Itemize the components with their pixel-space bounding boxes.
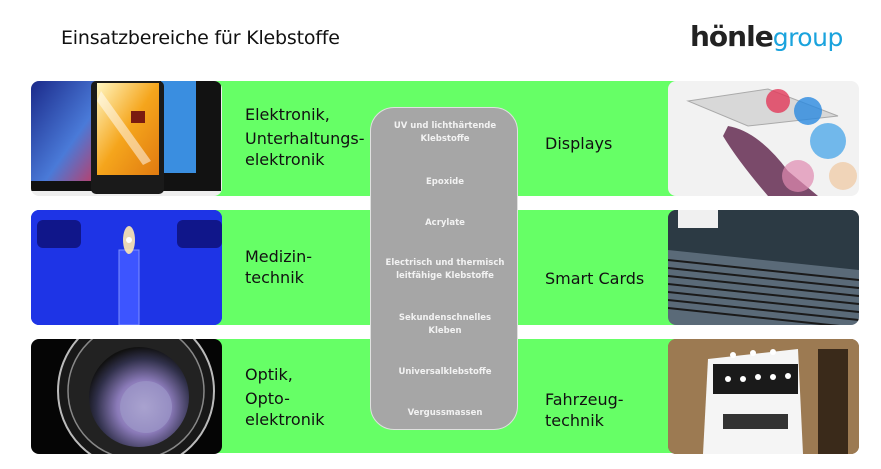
adhesive-potting: Vergussmassen <box>407 408 483 418</box>
category-vehicle: Fahrzeug- technik <box>545 390 624 430</box>
adhesive-types-panel: UV und lichthärtende Klebstoffe Epoxide … <box>370 107 518 430</box>
adhesive-universal: Universalklebstoffe <box>398 367 492 377</box>
category-displays: Displays <box>545 134 613 153</box>
smart-cards-image <box>668 210 859 325</box>
page-title: Einsatzbereiche für Klebstoffe <box>61 27 340 49</box>
category-medical: Medizin- technik <box>245 247 313 287</box>
category-electronics: Elektronik, Unterhaltungs- elektronik <box>245 105 365 169</box>
smartphones-image <box>31 81 222 196</box>
camera-lens-image <box>31 339 222 454</box>
category-smart-cards: Smart Cards <box>545 269 645 288</box>
adhesive-conductive: Electrisch und thermisch leitfähige Kleb… <box>385 258 505 281</box>
tablet-hand-image <box>668 81 859 196</box>
medical-bulb-image <box>31 210 222 325</box>
truck-image <box>668 339 859 454</box>
hoenle-group-logo: hönlegroup <box>690 22 843 53</box>
adhesive-acrylate: Acrylate <box>425 218 465 228</box>
adhesive-uv: UV und lichthärtende Klebstoffe <box>393 121 497 144</box>
adhesive-epoxide: Epoxide <box>426 177 464 187</box>
adhesive-instant: Sekundenschnelles Kleben <box>398 313 492 336</box>
logo-group: group <box>772 23 844 52</box>
logo-hoenle: hönle <box>690 20 774 53</box>
category-optics: Optik, Opto- elektronik <box>245 365 325 429</box>
